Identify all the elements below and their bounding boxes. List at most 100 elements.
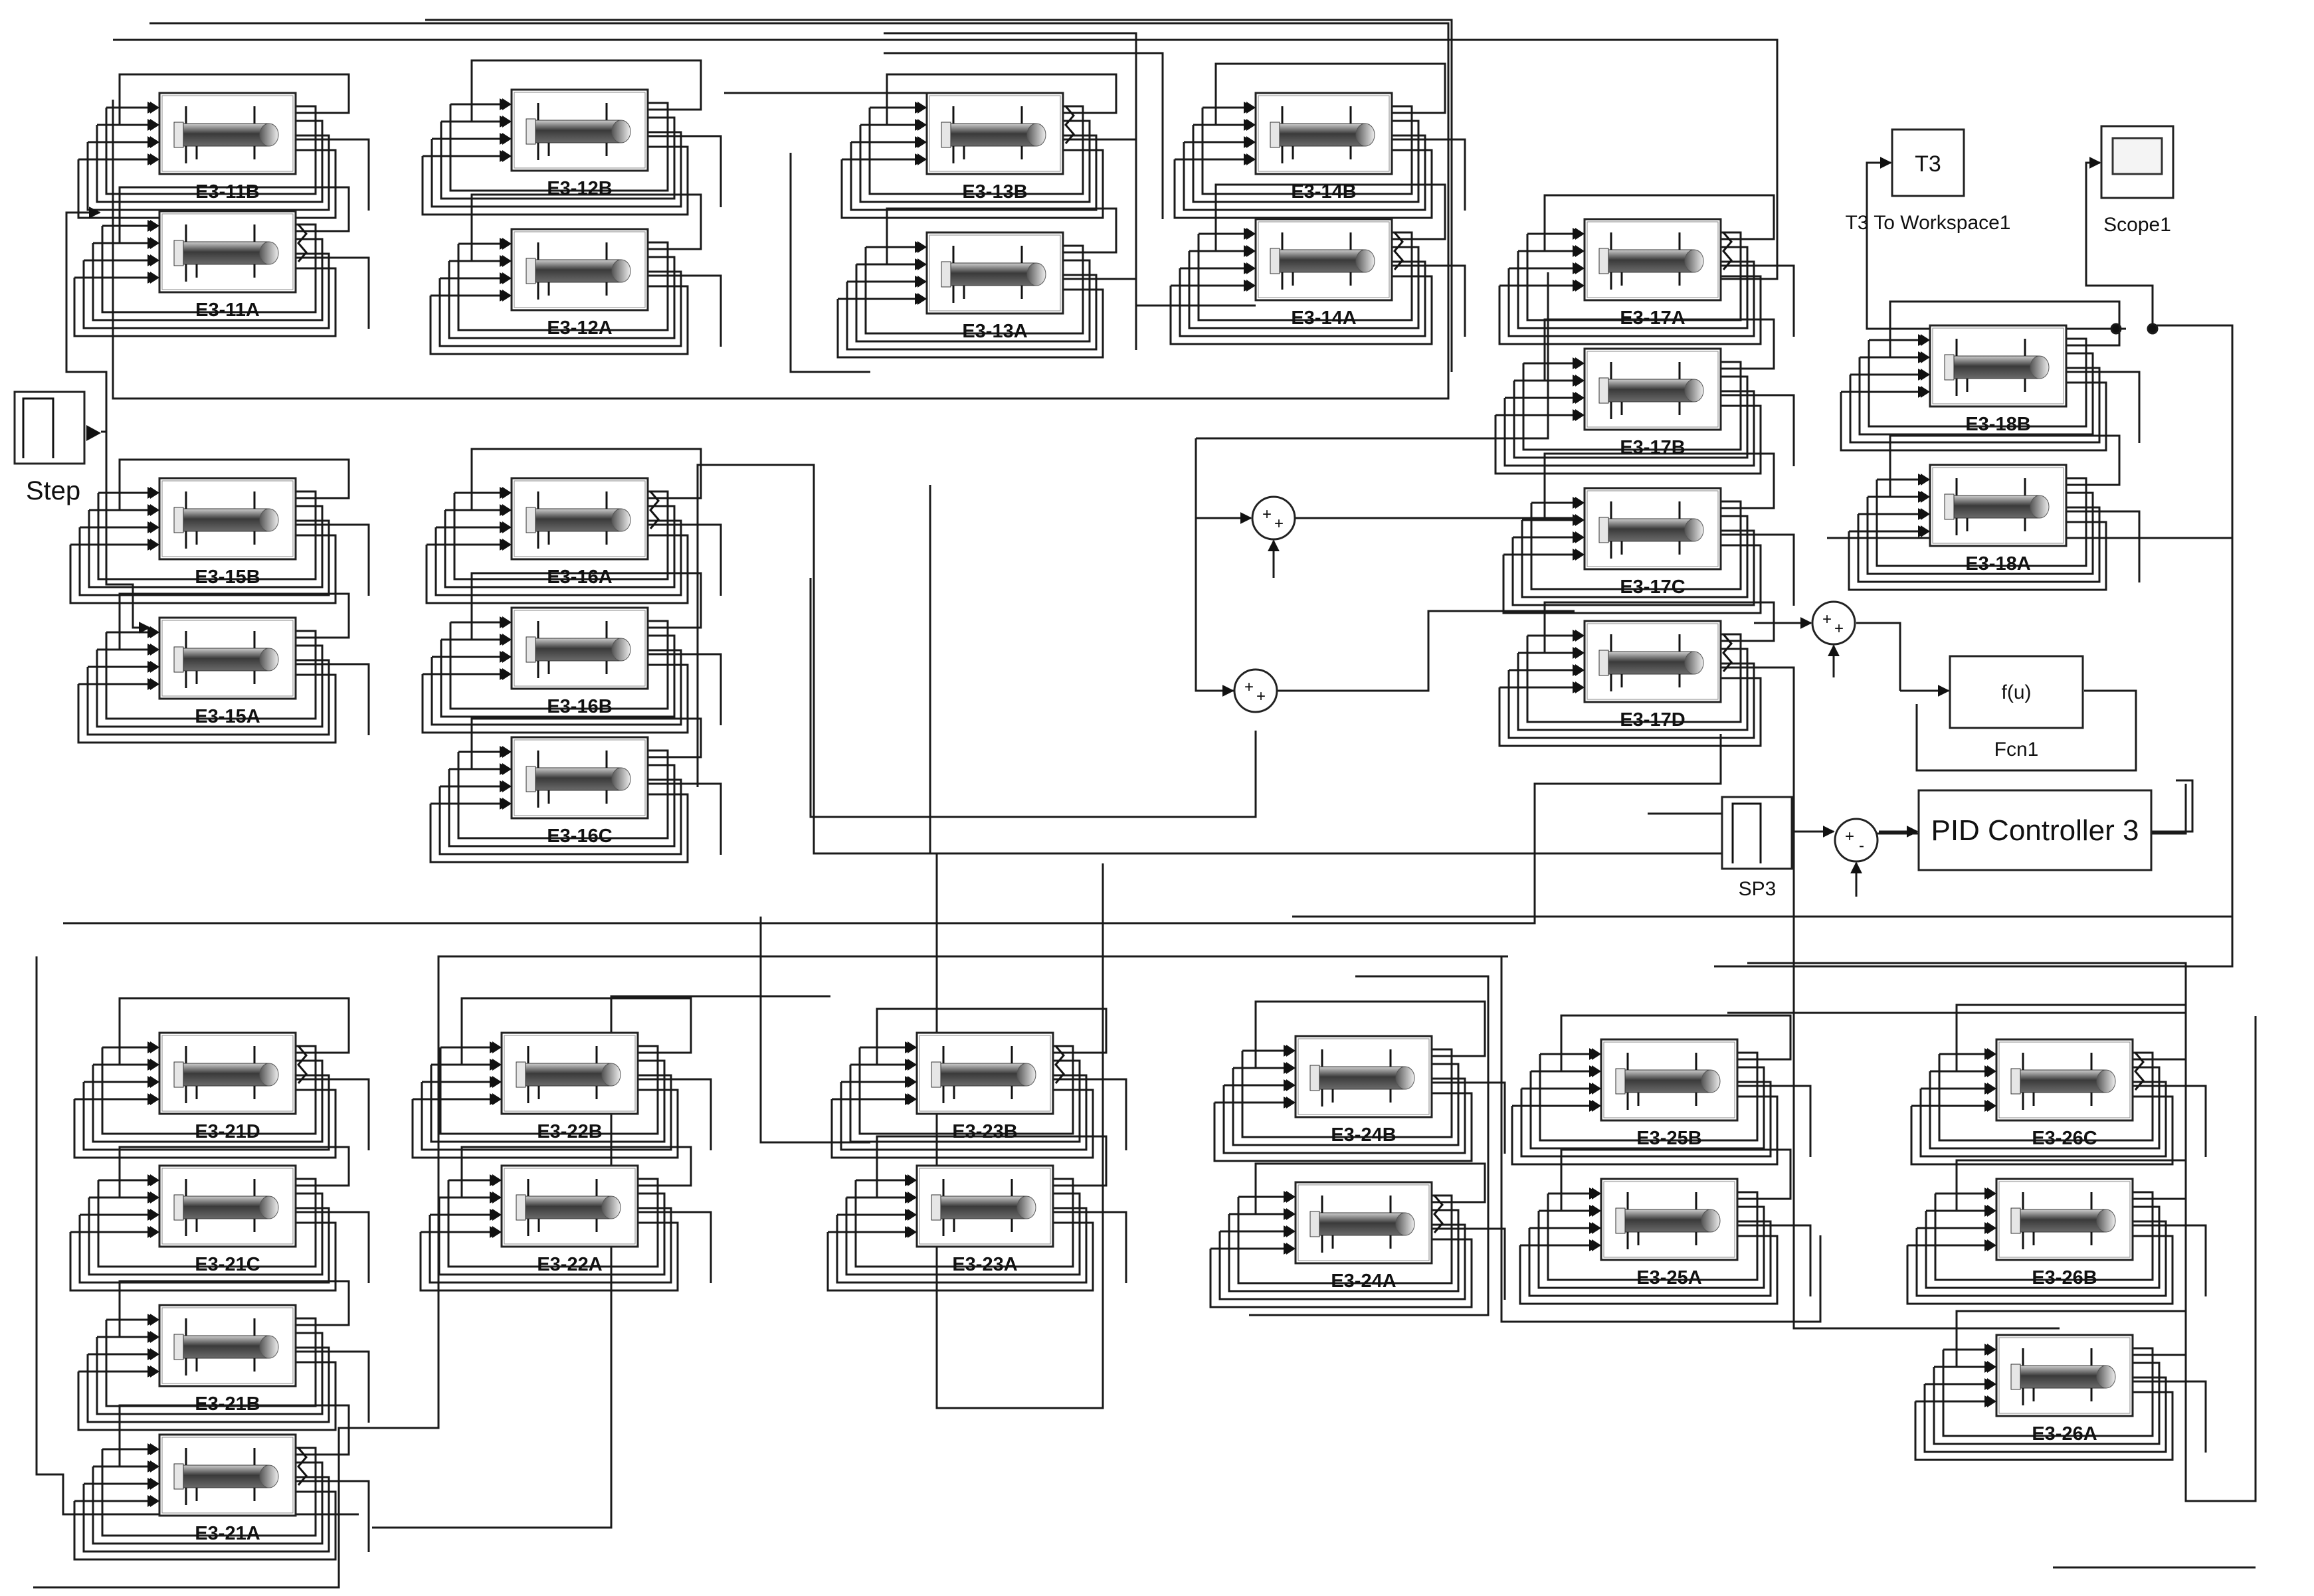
exchanger-block-e3-16b[interactable] <box>502 606 649 690</box>
exchanger-label: E3-26C <box>2032 1128 2097 1149</box>
exchanger-block-e3-12b[interactable] <box>502 88 649 172</box>
exchanger-block-e3-11b[interactable] <box>150 92 297 175</box>
input-port-icon <box>502 616 512 628</box>
input-port-icon <box>1286 1191 1296 1203</box>
tube-head-icon <box>1270 122 1280 148</box>
exchanger-block-e3-26c[interactable] <box>1987 1038 2145 1122</box>
exchanger-block-e3-21c[interactable] <box>150 1164 297 1248</box>
signal-wire <box>101 1447 317 1537</box>
shell-tube-icon <box>2017 1209 2107 1233</box>
sp3-block[interactable] <box>1721 796 1793 870</box>
signal-wire <box>1858 352 2094 436</box>
signal-wire <box>1179 260 1426 337</box>
fcn-frame <box>1949 655 2084 729</box>
output-port-icon <box>1064 106 1075 144</box>
sum-block-3[interactable]: ++ <box>1811 600 1856 646</box>
exchanger-block-e3-11a[interactable] <box>150 210 308 294</box>
shell-tube-icon <box>180 648 270 671</box>
exchanger-block-e3-23a[interactable] <box>908 1164 1054 1248</box>
pid-controller-block[interactable]: PID Controller 3 <box>1917 789 2153 871</box>
input-port-icon <box>1987 1205 1996 1217</box>
signal-wire <box>1188 246 1420 329</box>
exchanger-block-e3-17c[interactable] <box>1575 487 1722 571</box>
exchanger-block-e3-26b[interactable] <box>1987 1178 2134 1261</box>
sum-block-4[interactable]: +- <box>1834 818 1879 863</box>
output-port-icon <box>297 224 308 262</box>
block-inner-frame <box>1587 351 1719 428</box>
exchanger-block-e3-21a[interactable] <box>150 1433 308 1517</box>
exchanger-block-e3-16c[interactable] <box>502 736 649 820</box>
signal-wire <box>2066 371 2141 443</box>
signal-wire <box>73 1089 337 1159</box>
signal-wire <box>1213 1092 1473 1162</box>
shell-tube-icon <box>1622 1209 1711 1233</box>
scope-block[interactable] <box>2100 125 2174 199</box>
exchanger-block-e3-22b[interactable] <box>492 1031 639 1115</box>
signal-wire <box>1195 438 1236 692</box>
exchanger-block-e3-24b[interactable] <box>1286 1035 1433 1118</box>
exchanger-label: E3-26B <box>2032 1267 2097 1288</box>
signal-wire <box>1502 544 1762 614</box>
exchanger-block-e3-17d[interactable] <box>1575 620 1733 703</box>
block-inner-frame <box>161 1437 294 1514</box>
tube-head-icon <box>1598 517 1609 543</box>
exchanger-label: E3-22B <box>537 1121 602 1142</box>
step-block[interactable] <box>13 391 101 465</box>
tube-head-icon <box>516 1061 526 1088</box>
sum-sign: + <box>1845 828 1854 845</box>
exchanger-block-e3-18a[interactable] <box>1921 464 2068 547</box>
exchanger-block-e3-18b[interactable] <box>1921 324 2068 408</box>
signal-wire <box>296 1211 370 1283</box>
exchanger-block-e3-14a[interactable] <box>1246 218 1404 302</box>
exchanger-label: E3-15A <box>195 706 260 727</box>
signal-wire <box>1392 264 1466 337</box>
exchanger-label: E3-11B <box>195 181 260 203</box>
tube-head-icon <box>931 1194 941 1221</box>
exchanger-block-e3-25b[interactable] <box>1592 1038 1739 1122</box>
signal-wire <box>638 1078 712 1150</box>
input-port-icon <box>1575 245 1585 257</box>
signal-wire <box>429 793 689 863</box>
signal-wire <box>876 1135 1108 1197</box>
fcn-block[interactable]: f(u) <box>1949 655 2084 729</box>
exchanger-block-e3-21d[interactable] <box>150 1031 308 1115</box>
exchanger-block-e3-15a[interactable] <box>150 616 297 700</box>
signal-wire <box>1237 1194 1453 1285</box>
sum-block-1[interactable]: ++ <box>1251 495 1296 541</box>
input-port-icon <box>502 133 512 145</box>
signal-wire <box>421 1074 672 1151</box>
exchanger-block-e3-26a[interactable] <box>1987 1334 2134 1417</box>
exchanger-block-e3-12a[interactable] <box>502 228 649 311</box>
signal-wire <box>1218 1223 1466 1300</box>
signal-wire <box>1526 633 1742 723</box>
exchanger-block-e3-21b[interactable] <box>150 1304 297 1387</box>
signal-wire <box>849 1059 1081 1143</box>
signal-wire <box>1906 1235 2174 1305</box>
exchanger-block-e3-24a[interactable] <box>1286 1181 1444 1265</box>
sum-block-2[interactable]: ++ <box>1233 668 1278 713</box>
exchanger-block-e3-13a[interactable] <box>917 231 1064 315</box>
to-workspace-block[interactable]: T3 <box>1891 128 1965 197</box>
exchanger-block-e3-23b[interactable] <box>908 1031 1065 1115</box>
signal-wire <box>1539 1051 1759 1142</box>
exchanger-block-e3-17b[interactable] <box>1575 347 1722 431</box>
step-icon <box>22 397 54 458</box>
exchanger-block-e3-25a[interactable] <box>1592 1178 1739 1261</box>
exchanger-block-e3-14b[interactable] <box>1246 92 1393 175</box>
exchanger-block-e3-17a[interactable] <box>1575 218 1733 302</box>
input-port-icon <box>1921 334 1930 346</box>
exchanger-label: E3-21A <box>195 1523 260 1544</box>
signal-wire <box>118 1280 350 1337</box>
signal-wire <box>1241 1048 1453 1138</box>
exchanger-block-e3-15b[interactable] <box>150 477 297 561</box>
shell-tube-icon <box>180 1063 270 1087</box>
exchanger-block-e3-22a[interactable] <box>492 1164 639 1248</box>
signal-wire <box>855 259 1091 343</box>
signal-wire <box>1520 1081 1772 1158</box>
exchanger-block-e3-16a[interactable] <box>502 477 660 561</box>
exchanger-block-e3-13b[interactable] <box>917 92 1075 175</box>
workspace-frame <box>1891 128 1965 197</box>
signal-wire <box>1840 381 2107 452</box>
signal-wire <box>1543 318 1775 381</box>
input-port-icon <box>917 102 927 114</box>
